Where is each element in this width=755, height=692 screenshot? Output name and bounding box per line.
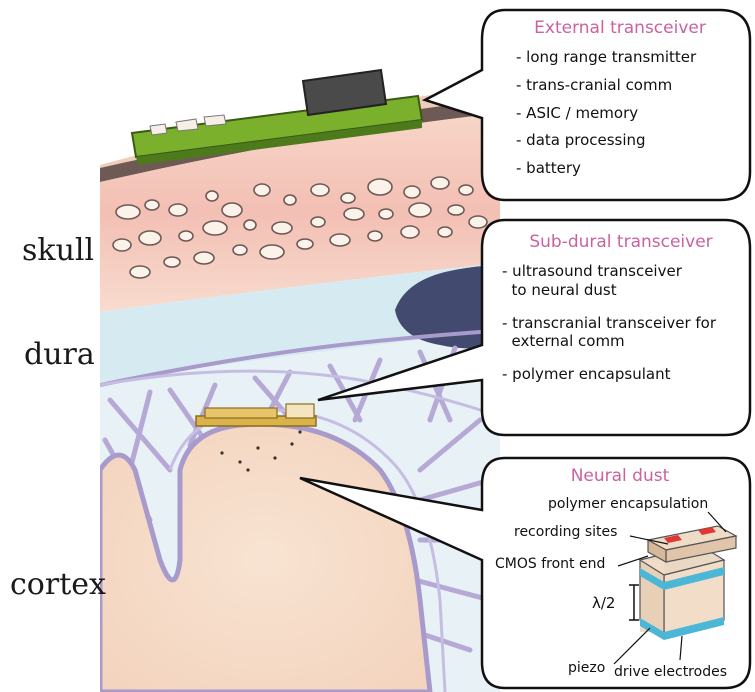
external-transceiver-list: - long range transmitter - trans-cranial… xyxy=(516,48,740,178)
neural-dust-callout: Neural dust xyxy=(500,466,740,486)
drive-electrodes-label: drive electrodes xyxy=(614,664,727,680)
polymer-encapsulation-label: polymer encapsulation xyxy=(548,496,708,512)
subdural-transceiver-title: Sub-dural transceiver xyxy=(498,232,744,252)
external-item: - battery xyxy=(516,159,740,178)
cortex-label: cortex xyxy=(10,570,106,600)
subdural-item: to neural dust xyxy=(502,281,744,300)
skull-label: skull xyxy=(22,236,94,266)
external-transceiver-callout: External transceiver - long range transm… xyxy=(500,18,740,178)
external-item: - ASIC / memory xyxy=(516,104,740,123)
external-item: - trans-cranial comm xyxy=(516,76,740,95)
neural-dust-title: Neural dust xyxy=(500,466,740,486)
piezo-label: piezo xyxy=(568,660,605,676)
cmos-front-end-label: CMOS front end xyxy=(495,556,605,572)
lambda-label: λ/2 xyxy=(592,594,615,612)
subdural-item: - polymer encapsulant xyxy=(502,365,744,384)
subdural-item: external comm xyxy=(502,332,744,351)
external-item: - data processing xyxy=(516,131,740,150)
subdural-item: - ultrasound transceiver xyxy=(502,262,744,281)
subdural-transceiver-list: - ultrasound transceiver to neural dust … xyxy=(502,262,744,384)
dura-label: dura xyxy=(24,340,95,370)
subdural-item: - transcranial transceiver for xyxy=(502,314,744,333)
recording-sites-label: recording sites xyxy=(514,524,617,540)
external-item: - long range transmitter xyxy=(516,48,740,67)
subdural-transceiver-callout: Sub-dural transceiver - ultrasound trans… xyxy=(498,232,744,384)
external-transceiver-title: External transceiver xyxy=(500,18,740,38)
